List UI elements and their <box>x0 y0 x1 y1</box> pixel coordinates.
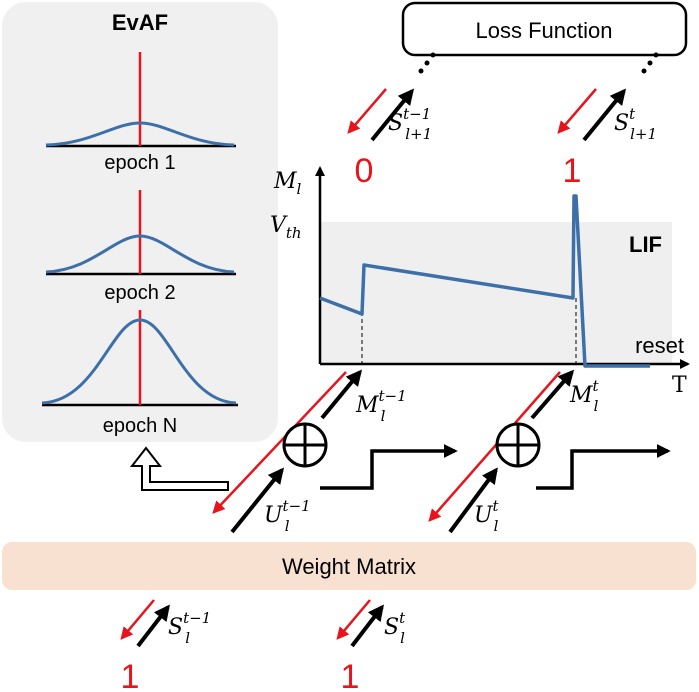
loss-function-label: Loss Function <box>476 18 613 43</box>
loss-function-rect <box>401 1 688 57</box>
signal-arrow-membrane-curr <box>530 369 575 420</box>
gradient-arrow-circuit-prev <box>212 371 347 514</box>
weight-matrix-rect <box>2 542 696 590</box>
evaf-panel: EvAF epoch 1 epoch 2 epoch N <box>2 2 278 442</box>
epoch-1-label: epoch 1 <box>104 152 175 174</box>
gradient-arrow-bottom-prev <box>120 599 155 640</box>
gradient-arrow-bottom-curr <box>336 599 371 640</box>
lif-membrane-potential-curve <box>319 194 650 368</box>
lif-x-axis-label: T <box>672 373 687 398</box>
lif-plot: Ml Vth T LIF reset <box>270 166 690 398</box>
epoch-1-gaussian-curve <box>45 121 235 147</box>
adder-node-prev <box>282 422 328 468</box>
spike-value-bottom-curr: 1 <box>341 658 360 692</box>
gradient-arrow-top-prev <box>347 88 387 134</box>
lif-threshold-label: Vth <box>270 213 302 242</box>
gradient-arrow-top-curr <box>557 88 597 134</box>
epoch-n-distribution: epoch N <box>41 310 238 437</box>
temporal-connection-curr <box>536 444 671 490</box>
signal-arrow-bottom-curr <box>350 604 384 648</box>
spike-value-top-prev: 0 <box>355 152 374 190</box>
ellipsis-dots-left <box>418 52 436 74</box>
lif-label: LIF <box>629 232 662 257</box>
epoch-n-gaussian-curve <box>41 318 237 405</box>
spike-value-top-curr: 1 <box>563 152 582 190</box>
evaf-title: EvAF <box>112 10 168 35</box>
signal-arrow-membrane-prev <box>320 369 363 420</box>
temporal-connection-prev <box>320 444 458 490</box>
feedback-hollow-arrow <box>129 446 229 491</box>
signal-arrow-current-curr <box>448 467 498 534</box>
adder-node-curr <box>495 422 541 468</box>
signal-arrow-top-prev <box>370 88 415 142</box>
lif-reset-label: reset <box>635 333 684 358</box>
lif-y-axis-label: Ml <box>273 169 302 198</box>
epoch-2-distribution: epoch 2 <box>45 190 236 304</box>
signal-arrow-top-curr <box>582 88 627 142</box>
signal-arrow-bottom-prev <box>136 604 170 648</box>
weight-matrix-box: Weight Matrix <box>2 542 696 590</box>
epoch-2-label: epoch 2 <box>104 282 175 304</box>
spike-value-bottom-prev: 1 <box>121 658 140 692</box>
signal-arrow-current-prev <box>230 467 285 534</box>
weight-matrix-label: Weight Matrix <box>282 554 416 579</box>
lif-threshold-region <box>320 222 672 364</box>
epoch-1-distribution: epoch 1 <box>45 52 236 174</box>
loss-function-box: Loss Function <box>401 1 688 57</box>
gradient-arrow-circuit-curr <box>428 371 561 522</box>
epoch-n-label: epoch N <box>103 415 178 437</box>
ellipsis-dots-right <box>641 52 659 74</box>
epoch-2-gaussian-curve <box>45 234 235 274</box>
